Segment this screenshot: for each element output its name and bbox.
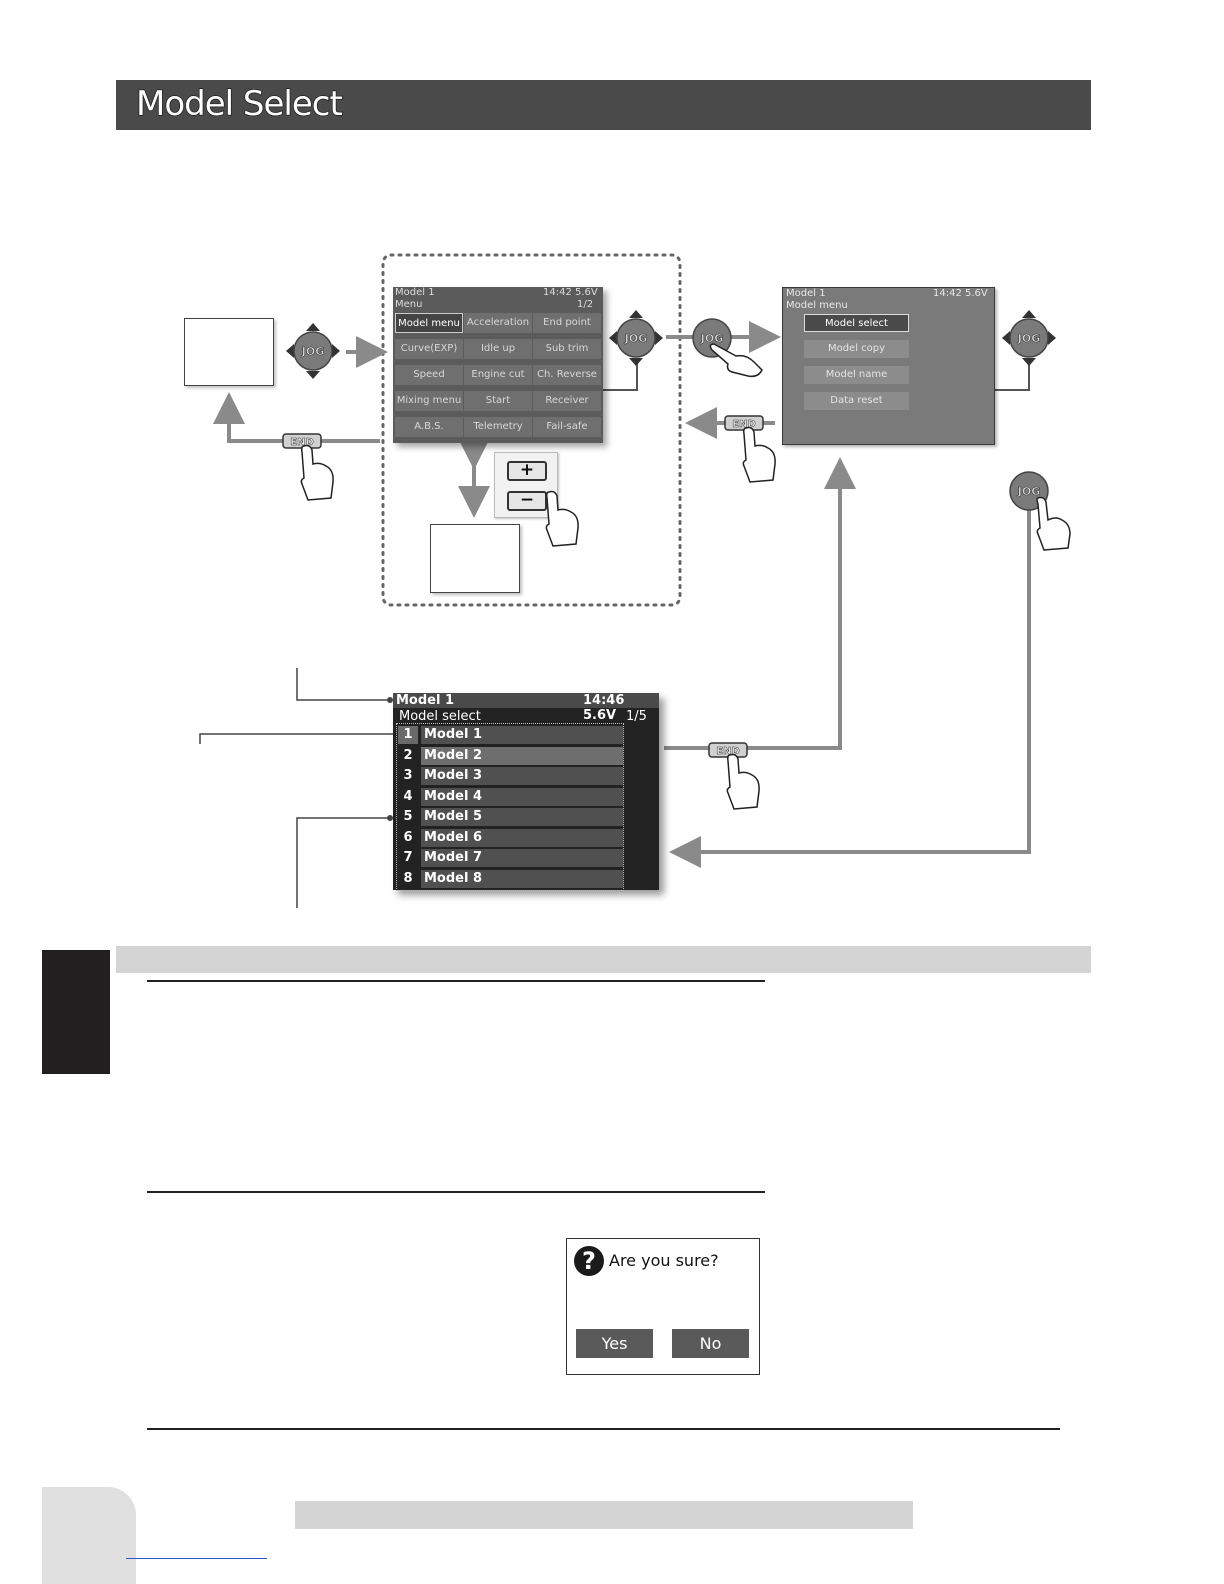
model-select-header: Model 1 14:46 5.6V xyxy=(393,693,659,723)
title-bar xyxy=(116,80,1091,130)
model-row[interactable]: 2 Model 2 xyxy=(393,747,623,765)
arrow-end-back xyxy=(213,392,380,443)
model-select-screen: Model 1 14:46 5.6V Model select 1/5 1 Mo… xyxy=(393,693,659,891)
menu-item-abs[interactable]: A.B.S. xyxy=(395,417,463,437)
jog-press-icon[interactable]: JOG xyxy=(692,318,772,380)
model-menu-item-data-reset[interactable]: Data reset xyxy=(804,392,909,410)
menu-item-speed[interactable]: Speed xyxy=(395,365,463,385)
jog-dpad-icon[interactable]: JOG xyxy=(608,309,664,367)
svg-text:END: END xyxy=(290,437,314,448)
model-row[interactable]: 1 Model 1 xyxy=(393,726,623,744)
menu-item-sub-trim[interactable]: Sub trim xyxy=(533,339,601,359)
svg-text:END: END xyxy=(732,419,756,430)
svg-text:JOG: JOG xyxy=(700,332,723,345)
menu-item-receiver[interactable]: Receiver xyxy=(533,391,601,411)
finger-icon xyxy=(742,426,776,483)
arrow-end-to-model-menu xyxy=(664,457,856,750)
model-menu-item-model-name[interactable]: Model name xyxy=(804,366,909,384)
menu-status: 14:42 5.6V xyxy=(543,287,598,298)
model-menu-status: 14:42 5.6V xyxy=(933,288,988,299)
home-screen-box xyxy=(184,318,274,386)
jog-dpad-icon[interactable]: JOG xyxy=(285,322,341,380)
menu-item-curve[interactable]: Curve(EXP) xyxy=(395,339,463,359)
menu-item-start[interactable]: Start xyxy=(464,391,532,411)
yes-button[interactable]: Yes xyxy=(576,1329,653,1358)
model-row[interactable]: 5 Model 5 xyxy=(393,808,623,826)
model-menu-item-model-select[interactable]: Model select xyxy=(804,314,909,332)
menu-item-end-point[interactable]: End point xyxy=(533,313,601,333)
menu-item-telemetry[interactable]: Telemetry xyxy=(464,417,532,437)
confirm-dialog: ? Are you sure? Yes No xyxy=(566,1238,760,1375)
menu-item-model-menu[interactable]: Model menu xyxy=(395,313,463,333)
model-row[interactable]: 8 Model 8 xyxy=(393,870,623,888)
menu-screen: Model 1 14:42 5.6V Menu 1/2 Model menu A… xyxy=(393,287,603,443)
menu-page-indicator: 1/2 xyxy=(577,299,594,310)
model-row[interactable]: 3 Model 3 xyxy=(393,767,623,785)
arrow-jog-to-model-select xyxy=(669,510,1031,868)
menu-item-idle-up[interactable]: Idle up xyxy=(464,339,532,359)
svg-text:END: END xyxy=(716,746,740,757)
menu-item-acceleration[interactable]: Acceleration xyxy=(464,313,532,333)
divider xyxy=(147,1191,765,1193)
menu-model-name: Model 1 xyxy=(395,287,435,298)
end-button-icon[interactable]: END xyxy=(724,414,780,486)
finger-icon xyxy=(1036,496,1071,551)
model-row[interactable]: 6 Model 6 xyxy=(393,829,623,847)
svg-text:JOG: JOG xyxy=(1017,485,1040,498)
end-button-icon[interactable]: END xyxy=(708,741,764,813)
model-select-page: 1/5 xyxy=(626,709,647,724)
model-menu-item-model-copy[interactable]: Model copy xyxy=(804,340,909,358)
page-corner-tab xyxy=(42,1487,136,1584)
model-menu-label: Model menu xyxy=(786,300,848,311)
model-row[interactable]: 4 Model 4 xyxy=(393,788,623,806)
callout-list-number xyxy=(199,733,395,744)
menu-item-engine-cut[interactable]: Engine cut xyxy=(464,365,532,385)
divider xyxy=(147,980,765,982)
menu-page-2-box xyxy=(430,524,520,593)
question-icon: ? xyxy=(574,1246,604,1276)
divider xyxy=(147,1428,1060,1430)
no-button[interactable]: No xyxy=(672,1329,749,1358)
menu-item-mixing-menu[interactable]: Mixing menu xyxy=(395,391,463,411)
svg-text:JOG: JOG xyxy=(1017,332,1040,345)
model-menu-screen: Model 1 14:42 5.6V Model menu Model sele… xyxy=(782,287,995,445)
side-tab xyxy=(42,950,110,1074)
end-button-icon[interactable]: END xyxy=(282,432,338,504)
dialog-question: Are you sure? xyxy=(609,1251,719,1270)
jog-press-icon[interactable]: JOG xyxy=(1008,470,1074,554)
footer-link-underline[interactable] xyxy=(126,1558,267,1559)
model-row[interactable]: 7 Model 7 xyxy=(393,849,623,867)
callout-model-list xyxy=(296,817,390,908)
finger-icon xyxy=(726,753,760,810)
minus-button[interactable]: − xyxy=(507,491,547,511)
menu-item-fail-safe[interactable]: Fail-safe xyxy=(533,417,601,437)
model-select-status: 14:46 5.6V xyxy=(583,693,625,723)
model-menu-model-name: Model 1 xyxy=(786,288,826,299)
plus-button[interactable]: + xyxy=(507,461,547,481)
finger-icon xyxy=(709,343,763,378)
menu-label: Menu xyxy=(395,299,423,310)
model-select-current-model: Model 1 xyxy=(396,693,455,708)
menu-item-ch-reverse[interactable]: Ch. Reverse xyxy=(533,365,601,385)
finger-icon xyxy=(545,490,579,547)
svg-text:JOG: JOG xyxy=(624,332,647,345)
finger-icon xyxy=(300,444,334,501)
jog-dpad-icon[interactable]: JOG xyxy=(1001,309,1057,367)
callout-model-name xyxy=(296,668,390,701)
section-band xyxy=(116,946,1091,973)
footer-band xyxy=(295,1501,913,1529)
jog-label: JOG xyxy=(301,345,324,358)
page-title: Model Select xyxy=(135,83,343,125)
model-select-title: Model select xyxy=(399,709,481,724)
